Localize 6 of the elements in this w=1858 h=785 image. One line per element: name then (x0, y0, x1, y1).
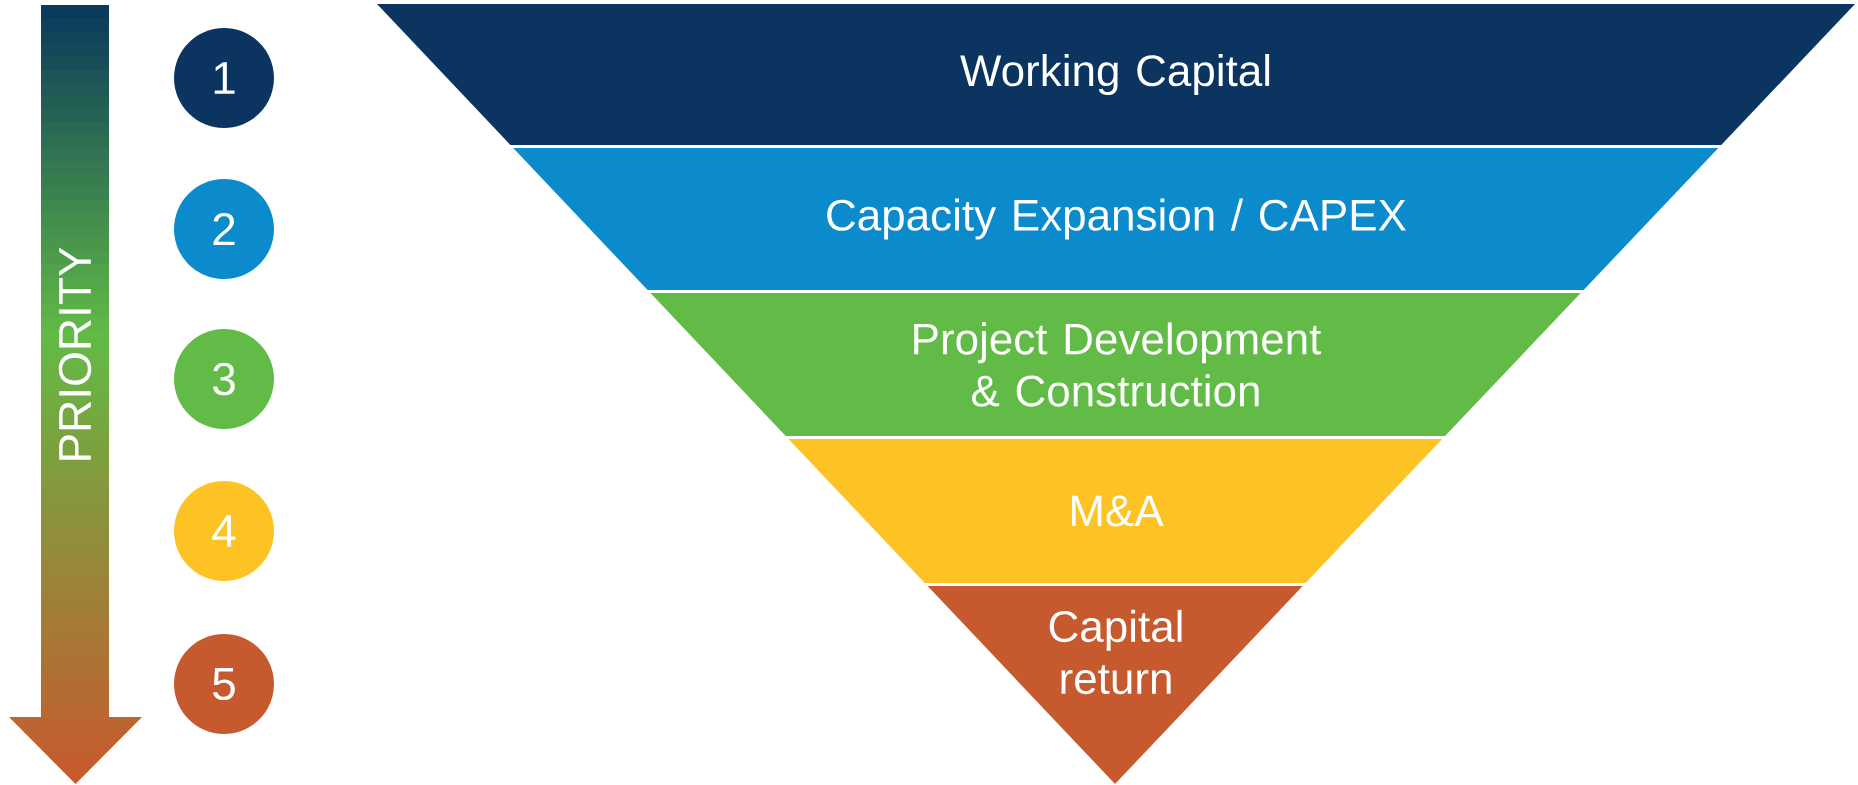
funnel-band: Project Development & Construction (650, 293, 1581, 436)
funnel-band: M&A (788, 439, 1443, 583)
funnel-band: Capital return (927, 586, 1303, 784)
funnel-band: Capacity Expansion / CAPEX (513, 148, 1719, 290)
arrow-label: PRIORITY (58, 247, 92, 460)
funnel-band: Working Capital (377, 4, 1855, 145)
